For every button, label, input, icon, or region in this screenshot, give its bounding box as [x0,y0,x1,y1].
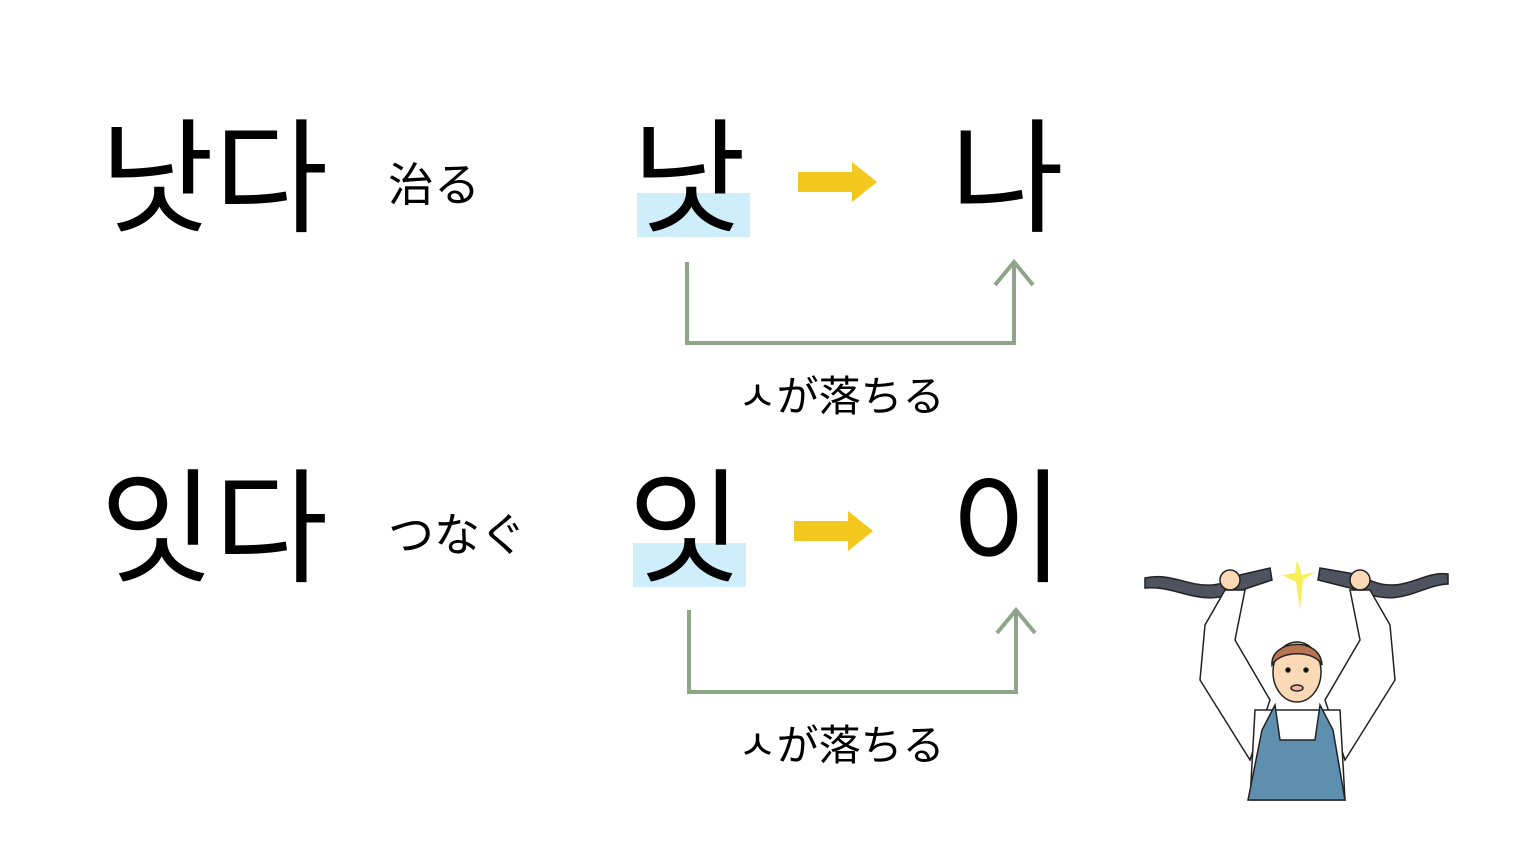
highlight-final-consonant [637,193,750,237]
worker-connecting-cables-illustration [1144,560,1449,801]
meaning-2: つなぐ [388,508,526,562]
word-2: 잇다 [100,458,329,602]
result-2: 이 [950,458,1065,602]
word-1: 낫다 [100,108,329,252]
highlight-final-consonant [633,543,746,587]
meaning-1: 治る [388,158,480,212]
rule-label-1: ㅅが落ちる [738,372,945,421]
result-1: 나 [950,108,1065,252]
bracket-arrow-icon [685,258,1035,345]
arrow-right-icon [798,162,877,202]
arrow-right-icon [794,511,873,551]
syllable-1: 낫 [632,108,747,252]
bracket-arrow-icon [687,606,1037,694]
syllable-2: 잇 [628,458,743,602]
rule-label-2: ㅅが落ちる [738,721,945,770]
